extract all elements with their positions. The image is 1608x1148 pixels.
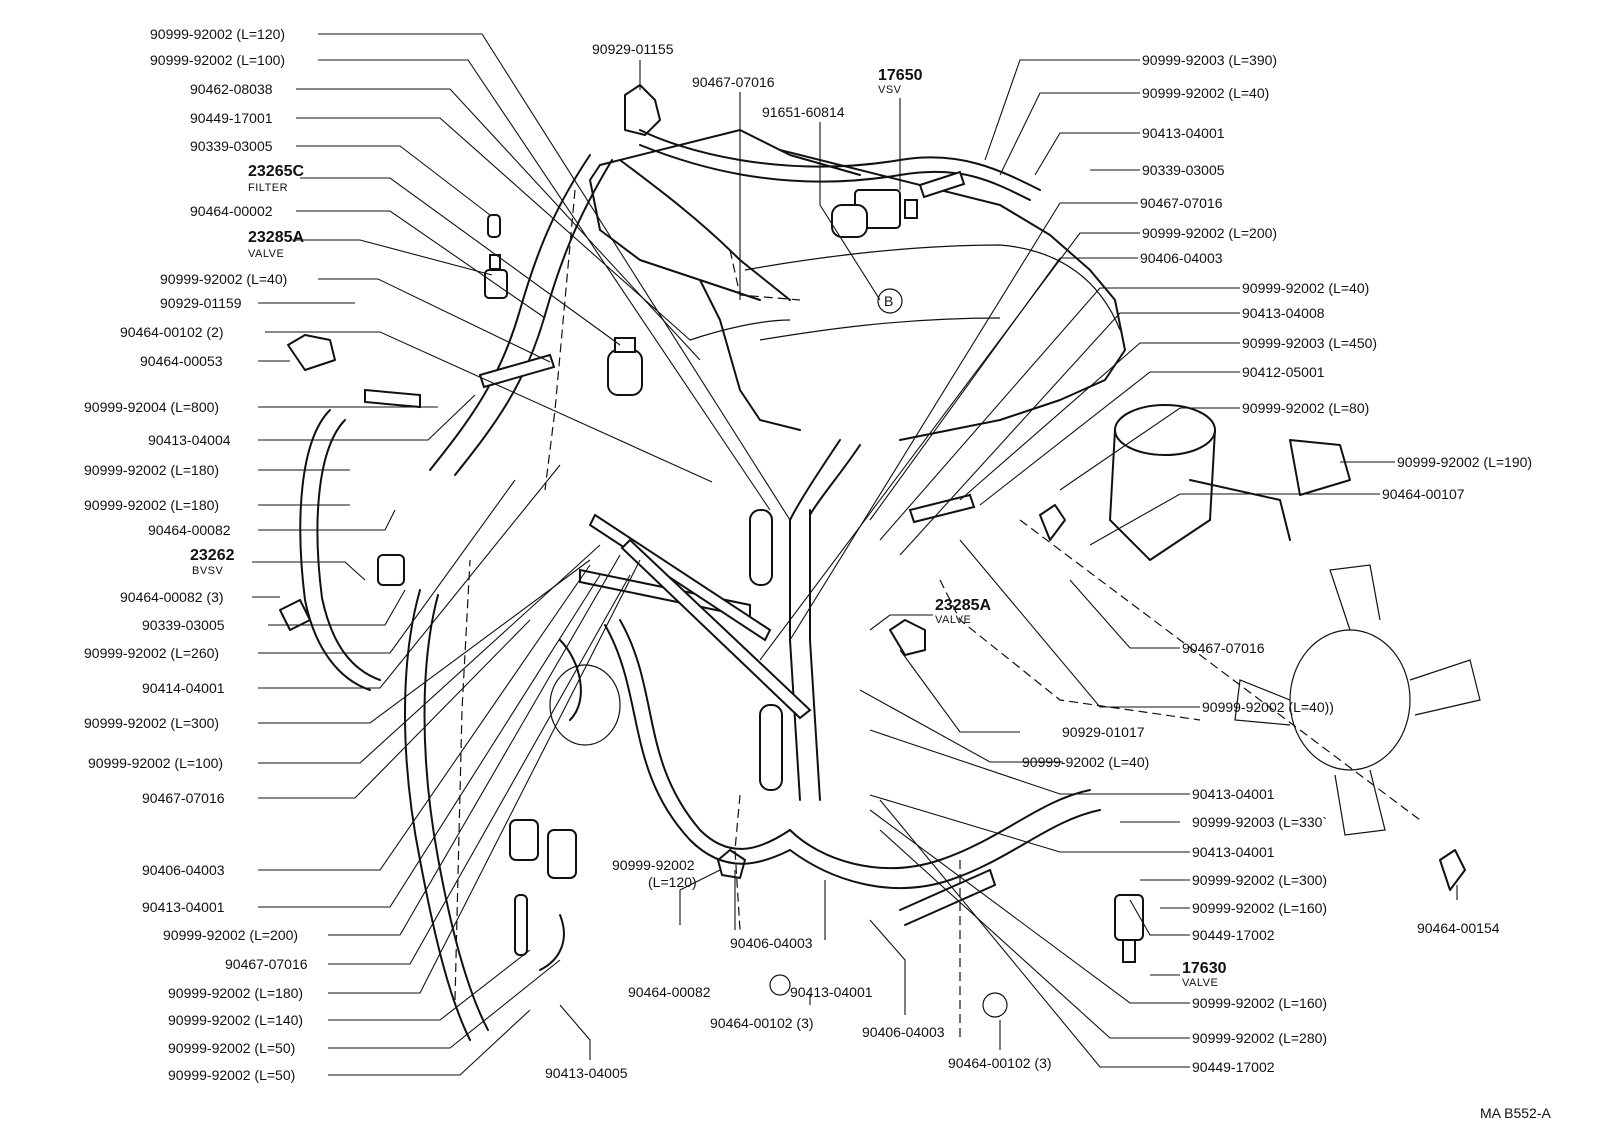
label-90464-00082-b: 90464-00082 xyxy=(628,984,711,1000)
label-valve-sub-left: VALVE xyxy=(248,248,284,260)
label-90413-04001-r2: 90413-04001 xyxy=(1192,786,1275,802)
label-hose-l40-r3: 90999-92002 (L=40)) xyxy=(1202,699,1334,715)
label-hose-l180-a: 90999-92002 (L=180) xyxy=(84,462,219,478)
label-hose-l200-left: 90999-92002 (L=200) xyxy=(163,927,298,943)
label-90464-00082-3: 90464-00082 (3) xyxy=(120,589,224,605)
label-90339-03005-left: 90339-03005 xyxy=(142,617,225,633)
label-hose-l190: 90999-92002 (L=190) xyxy=(1397,454,1532,470)
label-90413-04001-left: 90413-04001 xyxy=(142,899,225,915)
label-hose-l140: 90999-92002 (L=140) xyxy=(168,1012,303,1028)
label-90467-07016-left: 90467-07016 xyxy=(142,790,225,806)
label-hose-l50-a: 90999-92002 (L=50) xyxy=(168,1040,295,1056)
label-hose-l300-r: 90999-92002 (L=300) xyxy=(1192,872,1327,888)
label-90413-04005: 90413-04005 xyxy=(545,1065,628,1081)
diagram-code: MA B552-A xyxy=(1480,1105,1551,1121)
label-90406-04003-b1: 90406-04003 xyxy=(730,935,813,951)
label-valve-17630: 17630 xyxy=(1182,960,1227,977)
label-hose-l40-left: 90999-92002 (L=40) xyxy=(160,271,287,287)
label-hose-l300-left: 90999-92002 (L=300) xyxy=(84,715,219,731)
reference-mark-b: B xyxy=(884,293,893,309)
label-valve-23285a-mid: 23285A xyxy=(935,597,991,614)
label-90929-01159: 90929-01159 xyxy=(160,295,242,311)
label-90412-05001: 90412-05001 xyxy=(1242,364,1325,380)
label-90464-00154: 90464-00154 xyxy=(1417,920,1500,936)
label-90413-04001-r3: 90413-04001 xyxy=(1192,844,1275,860)
label-filter-23265c: 23265C xyxy=(248,163,304,180)
label-90339-03005-r: 90339-03005 xyxy=(1142,162,1225,178)
label-90406-04003-b2: 90406-04003 xyxy=(862,1024,945,1040)
label-hose-l260: 90999-92002 (L=260) xyxy=(84,645,219,661)
label-90464-00102-2: 90464-00102 (2) xyxy=(120,324,224,340)
label-90413-04008: 90413-04008 xyxy=(1242,305,1325,321)
label-90413-04001-b: 90413-04001 xyxy=(790,984,873,1000)
label-90406-04003-r: 90406-04003 xyxy=(1140,250,1223,266)
label-90413-04001-r1: 90413-04001 xyxy=(1142,125,1225,141)
label-hose-l120: 90999-92002 (L=120) xyxy=(150,26,285,42)
label-hose-l40-r1: 90999-92002 (L=40) xyxy=(1142,85,1269,101)
label-90467-07016-r1: 90467-07016 xyxy=(1140,195,1223,211)
label-90467-07016-top: 90467-07016 xyxy=(692,74,775,90)
label-hose-l80: 90999-92002 (L=80) xyxy=(1242,400,1369,416)
label-hose-l160-r2: 90999-92002 (L=160) xyxy=(1192,995,1327,1011)
label-90929-01155: 90929-01155 xyxy=(592,41,674,57)
label-hose-l40-r2: 90999-92002 (L=40) xyxy=(1242,280,1369,296)
label-90449-17001: 90449-17001 xyxy=(190,110,273,126)
label-bvsv-sub: BVSV xyxy=(192,565,224,577)
label-90406-04003-left: 90406-04003 xyxy=(142,862,225,878)
label-90339-03005-top: 90339-03005 xyxy=(190,138,273,154)
label-hose-l100-top: 90999-92002 (L=100) xyxy=(150,52,285,68)
label-valve-sub-mid: VALVE xyxy=(935,614,971,626)
label-hose-l120-bottom-len: (L=120) xyxy=(648,874,697,890)
label-vsv-sub: VSV xyxy=(878,84,902,96)
label-hose-l800: 90999-92004 (L=800) xyxy=(84,399,219,415)
label-hose-l330: 90999-92003 (L=330` xyxy=(1192,814,1327,830)
label-hose-l40-r4: 90999-92002 (L=40) xyxy=(1022,754,1149,770)
label-hose-l120-bottom: 90999-92002 xyxy=(612,857,695,873)
label-91651-60814: 91651-60814 xyxy=(762,104,845,120)
label-hose-l180-b: 90999-92002 (L=180) xyxy=(84,497,219,513)
label-hose-l180-c: 90999-92002 (L=180) xyxy=(168,985,303,1001)
label-90464-00002: 90464-00002 xyxy=(190,203,273,219)
label-90464-00102-3-b2: 90464-00102 (3) xyxy=(948,1055,1052,1071)
label-90449-17002-r1: 90449-17002 xyxy=(1192,927,1275,943)
label-90413-04004: 90413-04004 xyxy=(148,432,231,448)
label-hose-l200-r: 90999-92002 (L=200) xyxy=(1142,225,1277,241)
label-hose-l390: 90999-92003 (L=390) xyxy=(1142,52,1277,68)
label-vsv-17650: 17650 xyxy=(878,67,923,84)
label-hose-l100-left: 90999-92002 (L=100) xyxy=(88,755,223,771)
label-bvsv-23262: 23262 xyxy=(190,547,235,564)
label-hose-l50-b: 90999-92002 (L=50) xyxy=(168,1067,295,1083)
label-90464-00107: 90464-00107 xyxy=(1382,486,1465,502)
reference-circle xyxy=(877,288,903,314)
leader-lines xyxy=(252,33,1458,1076)
label-90464-00102-3-b1: 90464-00102 (3) xyxy=(710,1015,814,1031)
label-hose-l450: 90999-92003 (L=450) xyxy=(1242,335,1377,351)
label-90414-04001: 90414-04001 xyxy=(142,680,225,696)
part-labels: 90999-92002 (L=120) 90999-92002 (L=100) … xyxy=(84,26,1551,1121)
label-90467-07016-r2: 90467-07016 xyxy=(1182,640,1265,656)
label-valve-17630-sub: VALVE xyxy=(1182,977,1218,989)
label-90462-08038: 90462-08038 xyxy=(190,81,273,97)
label-90929-01017: 90929-01017 xyxy=(1062,724,1145,740)
label-valve-23285a-left: 23285A xyxy=(248,229,304,246)
label-90467-07016-left2: 90467-07016 xyxy=(225,956,308,972)
label-90464-00082-left: 90464-00082 xyxy=(148,522,231,538)
engine-drawing xyxy=(279,84,1481,1041)
label-hose-l280: 90999-92002 (L=280) xyxy=(1192,1030,1327,1046)
label-filter-sub: FILTER xyxy=(248,182,288,194)
label-90449-17002-r2: 90449-17002 xyxy=(1192,1059,1275,1075)
label-90464-00053: 90464-00053 xyxy=(140,353,223,369)
label-hose-l160-r1: 90999-92002 (L=160) xyxy=(1192,900,1327,916)
